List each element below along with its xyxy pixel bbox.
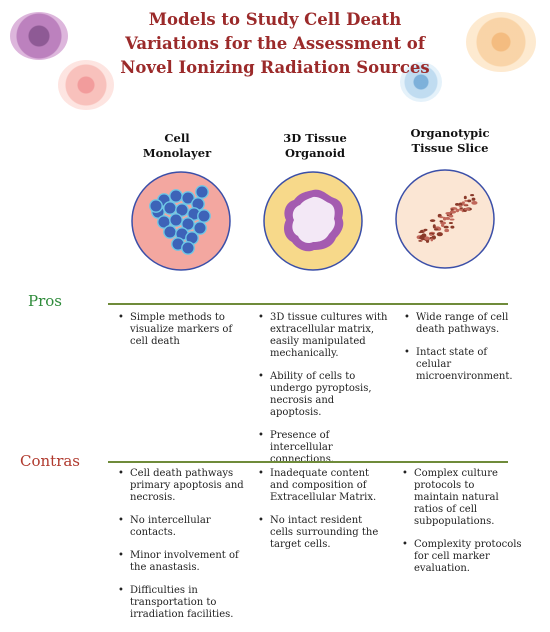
list-item: Cell death pathways primary apoptosis an… xyxy=(116,468,244,504)
cell-monolayer-illustration xyxy=(131,171,231,271)
contras-list-col1: Cell death pathways primary apoptosis an… xyxy=(116,468,244,632)
list-item: Intact state of celular microenvironment… xyxy=(402,347,520,383)
pros-list-col3: Wide range of cell death pathways. Intac… xyxy=(402,312,520,394)
contras-label: Contras xyxy=(20,452,81,470)
pros-list-col2: 3D tissue cultures with extracellular ma… xyxy=(256,312,388,477)
contras-list-col2: Inadequate content and composition of Ex… xyxy=(256,468,388,562)
column-heading-3d-organoid: 3D Tissue Organoid xyxy=(283,131,347,160)
decorative-cell-pink xyxy=(58,60,114,110)
contras-divider xyxy=(108,461,508,463)
list-item: No intercellular contacts. xyxy=(116,515,244,539)
decorative-cell-blue xyxy=(400,62,442,102)
pros-label: Pros xyxy=(28,292,62,310)
organoid-illustration xyxy=(263,171,363,271)
list-item: Inadequate content and composition of Ex… xyxy=(256,468,388,504)
list-item: 3D tissue cultures with extracellular ma… xyxy=(256,312,388,360)
pros-divider xyxy=(108,303,508,305)
decorative-cell-orange xyxy=(466,12,536,72)
tissue-slice-illustration xyxy=(395,169,495,269)
list-item: Complex culture protocols to maintain na… xyxy=(400,468,522,528)
diagram-title: Models to Study Cell Death Variations fo… xyxy=(120,10,430,77)
list-item: Wide range of cell death pathways. xyxy=(402,312,520,336)
decorative-cell-purple xyxy=(10,12,68,60)
list-item: Ability of cells to undergo pyroptosis, … xyxy=(256,371,388,419)
pros-list-col1: Simple methods to visualize markers of c… xyxy=(116,312,244,359)
list-item: No intact resident cells surrounding the… xyxy=(256,515,388,551)
column-heading-organotypic-slice: Organotypic Tissue Slice xyxy=(410,126,490,155)
list-item: Simple methods to visualize markers of c… xyxy=(116,312,244,348)
list-item: Minor involvement of the anastasis. xyxy=(116,550,244,574)
contras-list-col3: Complex culture protocols to maintain na… xyxy=(400,468,522,586)
list-item: Presence of intercellular connections. xyxy=(256,430,388,466)
list-item: Complexity protocols for cell marker eva… xyxy=(400,539,522,575)
list-item: Difficulties in transportation to irradi… xyxy=(116,585,244,621)
column-heading-cell-monolayer: Cell Monolayer xyxy=(142,131,212,160)
